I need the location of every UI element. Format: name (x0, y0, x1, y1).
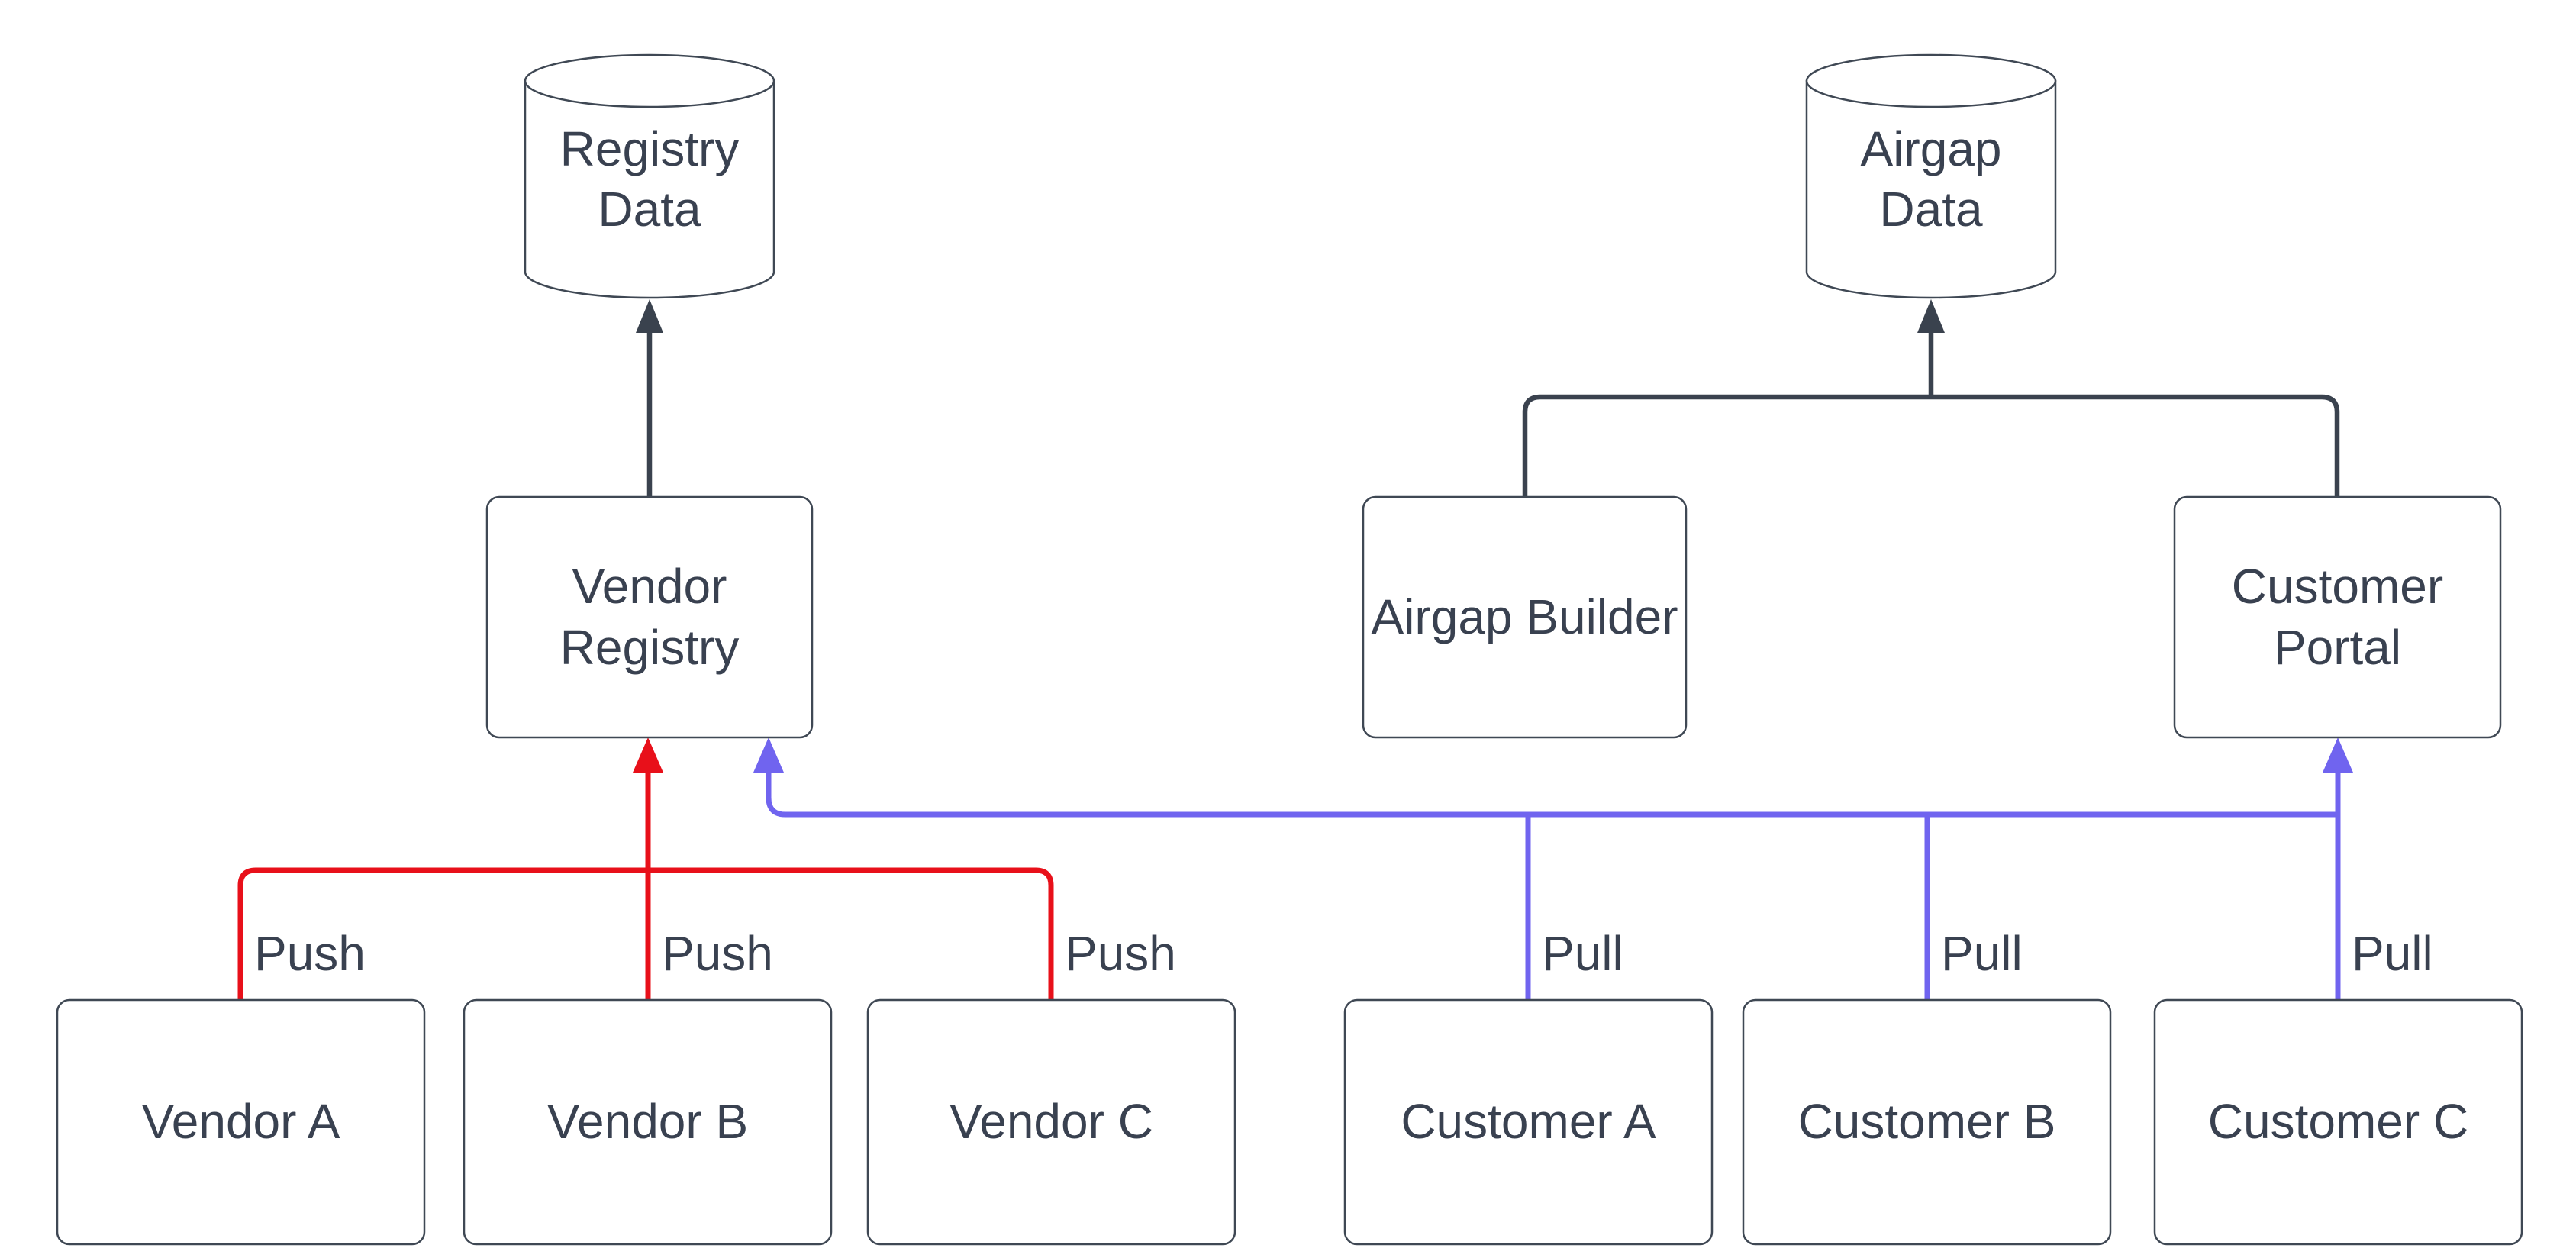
arrowhead-into-registry-data-icon (636, 299, 663, 333)
arrowhead-pull-into-customer-portal-icon (2323, 737, 2353, 773)
arrowhead-into-airgap-data-icon (1917, 299, 1945, 333)
node-shape-vendor-b (463, 998, 833, 1246)
edge-airgap-builder-customer-portal-bus (1522, 394, 2340, 497)
node-shape-airgap-data (1805, 53, 2057, 299)
node-shape-vendor-registry (485, 495, 814, 739)
arrowhead-pull-into-vendor-registry-icon (753, 737, 784, 773)
node-shape-vendor-a (56, 998, 426, 1246)
node-shape-customer-portal (2173, 495, 2502, 739)
node-shape-registry-data (524, 53, 775, 299)
node-shape-customer-a (1343, 998, 1714, 1246)
node-shape-airgap-builder (1362, 495, 1688, 739)
edge-pull-trunk-to-vendor-registry (766, 769, 2338, 818)
node-shape-customer-b (1742, 998, 2112, 1246)
node-shape-vendor-c (866, 998, 1236, 1246)
node-shape-customer-c (2153, 998, 2523, 1246)
arrowhead-push-into-vendor-registry-icon (633, 737, 663, 773)
